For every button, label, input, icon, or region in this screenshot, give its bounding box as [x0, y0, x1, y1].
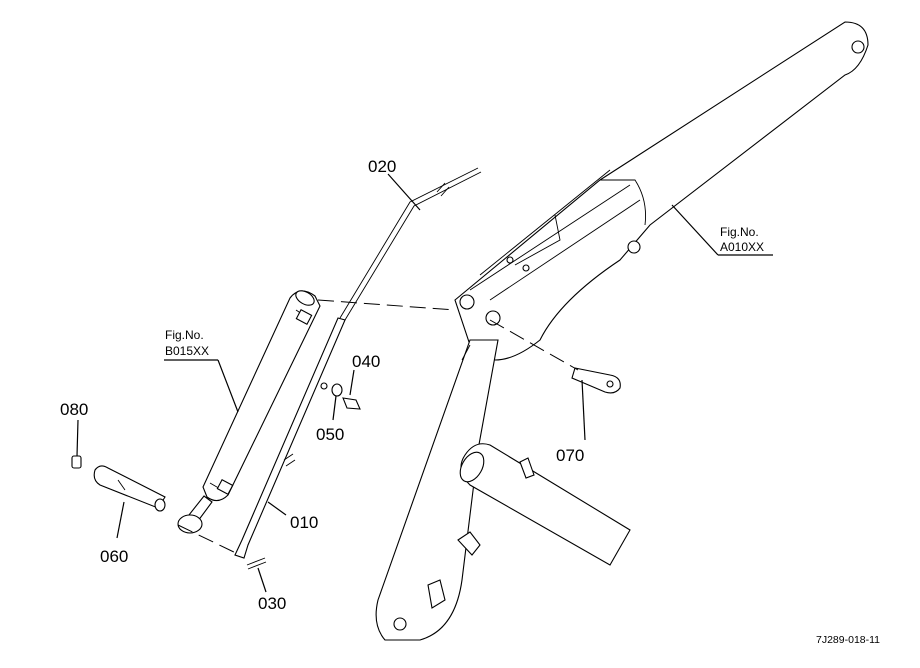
hydraulic-cylinder: [177, 290, 321, 534]
figure-ref-b-line2: B015XX: [165, 344, 209, 358]
part-label-020: 020: [368, 157, 396, 176]
link-rods: [234, 167, 482, 559]
leader-lines: [76, 173, 773, 593]
figure-ref-a-line2: A010XX: [720, 240, 764, 254]
assembly-lines: [177, 299, 579, 556]
part-label-050: 050: [316, 425, 344, 444]
small-parts: [71, 367, 621, 570]
part-label-060: 060: [100, 547, 128, 566]
part-label-010: 010: [290, 513, 318, 532]
part-label-030: 030: [258, 594, 286, 613]
boom-frame: [375, 21, 869, 641]
figure-ref-b-line1: Fig.No.: [165, 328, 204, 342]
figure-ref-a-line1: Fig.No.: [720, 225, 759, 239]
part-label-040: 040: [352, 352, 380, 371]
drawing-code: 7J289-018-11: [816, 634, 880, 646]
part-label-070: 070: [556, 446, 584, 465]
part-label-080: 080: [60, 400, 88, 419]
